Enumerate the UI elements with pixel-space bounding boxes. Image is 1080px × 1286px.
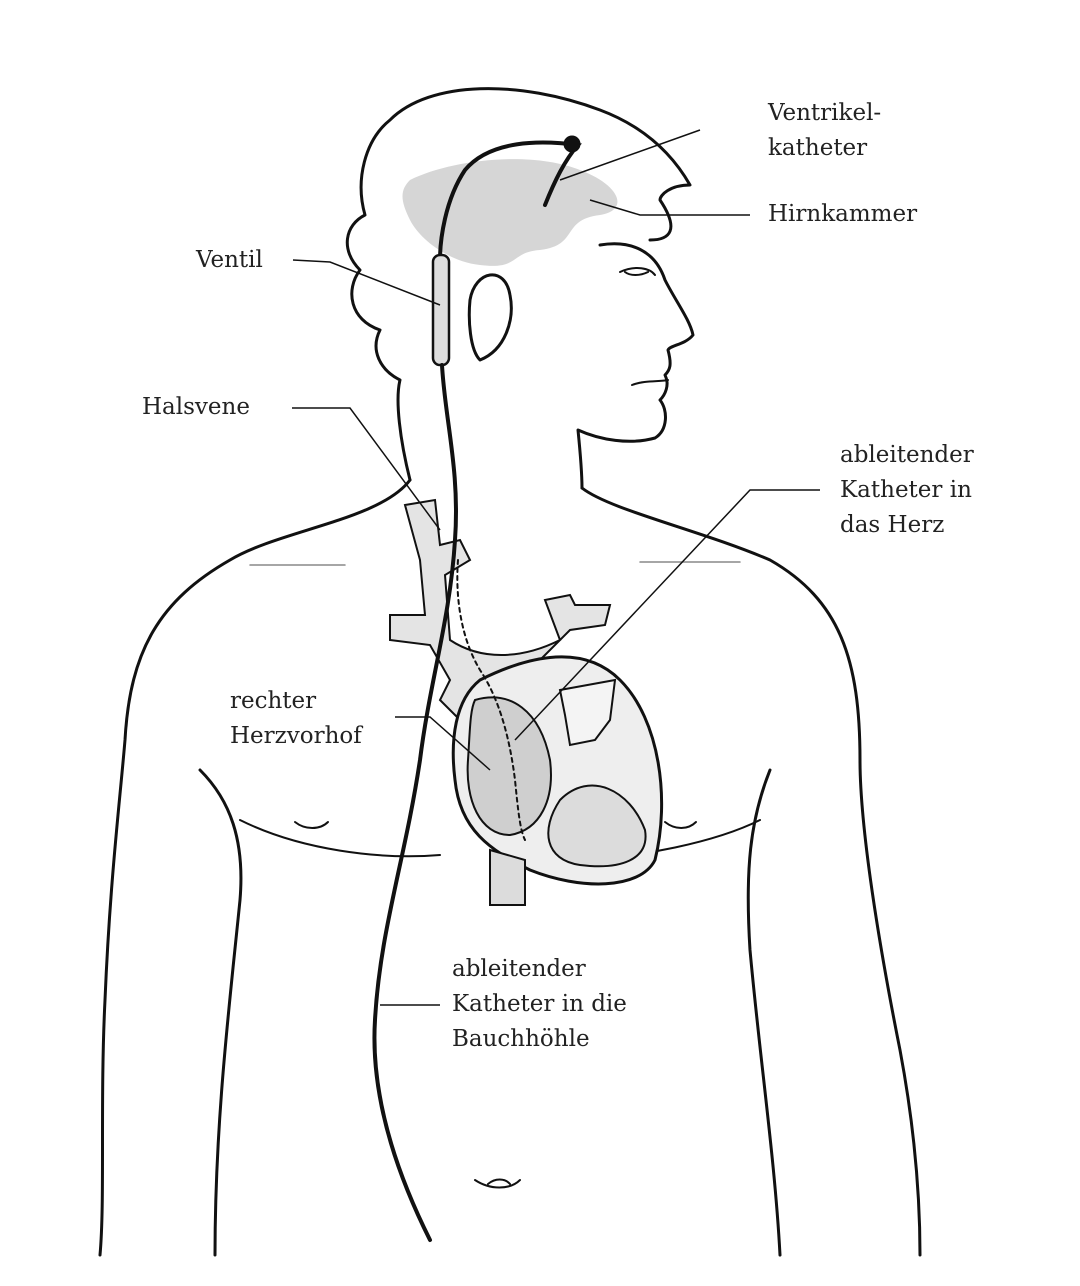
left-inner-arm — [198, 768, 243, 1257]
head-outline — [345, 87, 692, 482]
leader-right-atrium — [395, 716, 491, 771]
label-line: katheter — [768, 135, 868, 161]
jugular-vein — [389, 498, 612, 722]
valve — [431, 253, 451, 367]
navel — [474, 1178, 521, 1189]
ventricular-catheter — [438, 140, 582, 262]
label-jugular-vein: Halsvene — [142, 390, 250, 425]
label-catheter-abdomen: ableitender Katheter in die Bauchhöhle — [452, 952, 627, 1057]
heart-catheter — [456, 559, 526, 841]
label-brain-ventricle: Hirnkammer — [768, 197, 917, 232]
face-outline — [576, 242, 695, 490]
label-line: ableitender — [452, 956, 586, 982]
label-line: Katheter in die — [452, 991, 627, 1017]
ear — [467, 273, 513, 362]
catheter-tip — [563, 135, 581, 153]
nipple-right — [664, 821, 697, 829]
right-atrium — [466, 696, 552, 837]
vena-cava-inferior — [489, 848, 526, 906]
nipple-left — [294, 821, 329, 829]
label-line: Herzvorhof — [230, 723, 362, 749]
label-line: Halsvene — [142, 394, 250, 420]
ventricle-inner — [547, 784, 647, 868]
label-line: Ventil — [196, 247, 263, 273]
right-shoulder-arm — [580, 486, 922, 1257]
label-valve: Ventil — [196, 243, 263, 278]
label-line: rechter — [230, 688, 317, 714]
abdominal-catheter — [372, 363, 459, 1242]
leader-ventricular-catheter — [559, 129, 701, 181]
label-line: Hirnkammer — [768, 201, 918, 227]
label-line: ableitender — [840, 442, 974, 468]
label-line: Ventrikel- — [768, 100, 882, 126]
leader-brain-ventricle — [589, 199, 750, 216]
eye — [619, 267, 656, 276]
mouth — [631, 379, 669, 386]
label-line: das Herz — [840, 512, 945, 538]
brain-ventricle — [402, 159, 618, 266]
label-right-atrium: rechter Herzvorhof — [230, 684, 362, 754]
label-catheter-heart: ableitender Katheter in das Herz — [840, 438, 974, 543]
label-ventricular-catheter: Ventrikel- katheter — [768, 96, 881, 166]
leader-jugular-vein — [292, 407, 441, 531]
aorta — [558, 678, 617, 747]
collarbones — [249, 561, 741, 566]
leader-valve — [292, 259, 441, 306]
label-line: Bauchhöhle — [452, 1026, 590, 1052]
right-inner-arm — [746, 768, 782, 1257]
leader-heart-catheter — [514, 489, 820, 741]
label-line: Katheter in — [840, 477, 972, 503]
left-shoulder-arm — [98, 478, 412, 1257]
